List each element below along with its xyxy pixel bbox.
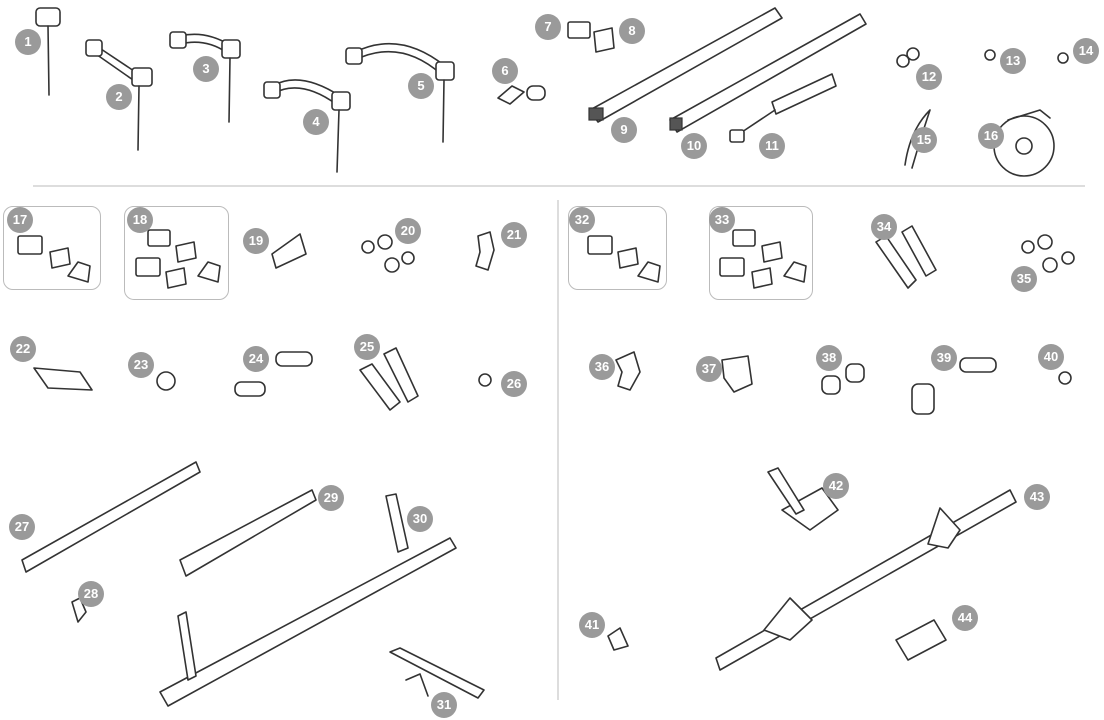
kit-box-33 (709, 206, 813, 300)
part-35-knobs (1021, 234, 1075, 273)
part-38-collars (821, 363, 865, 395)
part-label-13: 13 (1000, 48, 1026, 74)
part-29-channel (179, 489, 317, 577)
part-label-8: 8 (619, 18, 645, 44)
part-11-rail-light (729, 73, 837, 143)
part-24-tees (234, 351, 313, 397)
part-label-5: 5 (408, 73, 434, 99)
part-6-clip (497, 85, 546, 105)
part-43-wheel-rail (715, 489, 1017, 671)
part-label-23: 23 (128, 352, 154, 378)
part-2-arm (85, 39, 153, 151)
part-label-30: 30 (407, 506, 433, 532)
part-label-15: 15 (911, 127, 937, 153)
part-9-rail (588, 7, 783, 123)
kit-box-18 (124, 206, 229, 300)
part-label-32: 32 (569, 207, 595, 233)
part-label-16: 16 (978, 123, 1004, 149)
part-8-plate (593, 27, 615, 53)
part-18-kit (135, 229, 221, 289)
part-label-39: 39 (931, 345, 957, 371)
part-16-tape (993, 109, 1055, 177)
part-label-18: 18 (127, 207, 153, 233)
part-label-34: 34 (871, 214, 897, 240)
part-label-44: 44 (952, 605, 978, 631)
part-label-6: 6 (492, 58, 518, 84)
part-28-hook (71, 597, 87, 623)
part-label-10: 10 (681, 133, 707, 159)
part-label-11: 11 (759, 133, 785, 159)
part-39-tees (911, 357, 997, 415)
part-label-40: 40 (1038, 344, 1064, 370)
part-label-17: 17 (7, 207, 33, 233)
part-label-7: 7 (535, 14, 561, 40)
kit-box-32 (568, 206, 667, 290)
part-label-21: 21 (501, 222, 527, 248)
part-label-36: 36 (589, 354, 615, 380)
part-label-27: 27 (9, 514, 35, 540)
kit-box-17 (3, 206, 101, 290)
part-label-14: 14 (1073, 38, 1099, 64)
part-1-bracket (35, 7, 61, 96)
part-31-strap-kit (389, 647, 485, 699)
part-20-knobs (361, 234, 415, 273)
part-14-nut (1057, 52, 1069, 64)
part-26-cap (478, 373, 492, 387)
part-42-holder (767, 467, 839, 531)
part-label-29: 29 (318, 485, 344, 511)
part-label-43: 43 (1024, 484, 1050, 510)
part-label-25: 25 (354, 334, 380, 360)
part-label-22: 22 (10, 336, 36, 362)
part-44-clamp (895, 619, 947, 661)
part-13-screw (984, 49, 996, 61)
part-23-collar (156, 371, 176, 391)
part-25-straps (359, 347, 419, 411)
part-36-clip (615, 351, 641, 391)
part-label-37: 37 (696, 356, 722, 382)
part-32-kit (587, 235, 661, 283)
part-label-26: 26 (501, 371, 527, 397)
part-27-angle-rail (21, 461, 201, 573)
part-17-kit (17, 235, 91, 283)
part-4-arm (263, 79, 351, 173)
part-10-rail (669, 13, 867, 133)
part-label-3: 3 (193, 56, 219, 82)
part-label-31: 31 (431, 692, 457, 718)
part-15-strap (904, 109, 931, 169)
part-label-35: 35 (1011, 266, 1037, 292)
part-label-20: 20 (395, 218, 421, 244)
part-3-arm (169, 31, 241, 123)
part-label-28: 28 (78, 581, 104, 607)
part-12-caps (896, 47, 920, 68)
part-label-4: 4 (303, 109, 329, 135)
part-22-holder (33, 367, 93, 391)
part-33-kit (719, 229, 807, 289)
part-label-33: 33 (709, 207, 735, 233)
part-19-bracket (271, 233, 307, 269)
part-37-cover (721, 355, 753, 393)
part-label-19: 19 (243, 228, 269, 254)
part-label-41: 41 (579, 612, 605, 638)
part-21-clip (475, 231, 495, 271)
part-label-1: 1 (15, 29, 41, 55)
part-41-clip (607, 627, 629, 651)
part-label-2: 2 (106, 84, 132, 110)
part-label-12: 12 (916, 64, 942, 90)
part-34-straps (875, 225, 937, 289)
part-label-42: 42 (823, 473, 849, 499)
part-7-pad (567, 21, 591, 39)
part-40-cap (1058, 371, 1072, 385)
part-label-9: 9 (611, 117, 637, 143)
part-label-24: 24 (243, 346, 269, 372)
part-label-38: 38 (816, 345, 842, 371)
part-30-rail-with-straps (159, 493, 457, 707)
part-5-arm (345, 42, 455, 143)
